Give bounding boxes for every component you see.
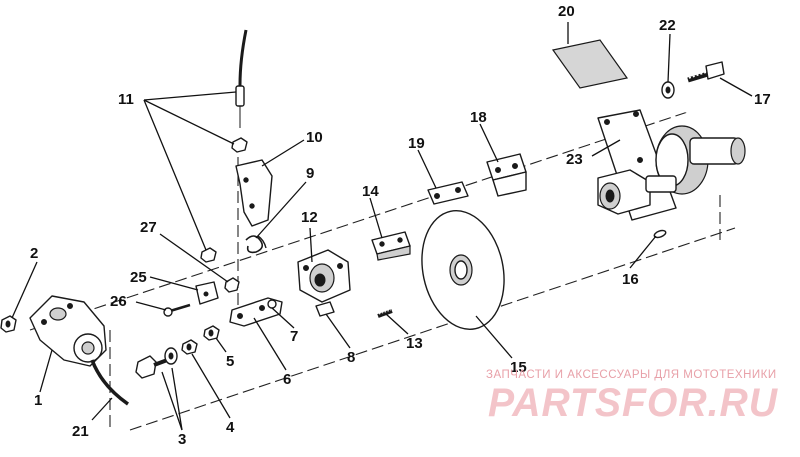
callout-18: 18: [470, 109, 487, 126]
part-4-bushing: [181, 339, 198, 355]
callout-19: 19: [408, 135, 425, 152]
part-3-bolt: [135, 347, 178, 379]
callout-27: 27: [140, 219, 157, 236]
part-6-lever-arm: [229, 297, 283, 327]
part-9-spring: [245, 235, 267, 254]
part-20-decal: [540, 20, 800, 130]
watermark-subtitle: ЗАПЧАСТИ И АКСЕССУАРЫ ДЛЯ МОТОТЕХНИКИ: [486, 369, 777, 381]
part-19-link-plate: [427, 181, 469, 205]
callout-11: 11: [118, 91, 134, 108]
part-26-screw: [163, 303, 191, 317]
callout-23: 23: [566, 151, 583, 168]
part-5-nut: [203, 325, 220, 341]
part-17-bolt: [687, 61, 725, 83]
callout-22: 22: [659, 17, 676, 34]
callout-2: 2: [30, 245, 38, 262]
callout-8: 8: [347, 349, 355, 366]
callout-4: 4: [226, 419, 235, 436]
callout-14: 14: [362, 183, 379, 200]
part-1-lever-body: [29, 295, 107, 367]
callout-16: 16: [622, 271, 639, 288]
part-27-nut: [224, 277, 240, 293]
callout-3: 3: [178, 431, 186, 448]
callout-12: 12: [301, 209, 318, 226]
part-15-brake-disc: [421, 210, 505, 330]
part-2-nut: [0, 315, 17, 333]
watermark: ЗАПЧАСТИ И АКСЕССУАРЫ ДЛЯ МОТОТЕХНИКИ PA…: [486, 369, 778, 425]
part-22-washer: [661, 81, 675, 99]
part-23-hub-assembly: [597, 109, 746, 221]
callout-6: 6: [283, 371, 291, 388]
watermark-brand: PARTSFOR.RU: [488, 381, 778, 425]
part-16-key: [653, 229, 667, 239]
part-10-cable-bracket: [235, 159, 273, 227]
callout-15: 15: [510, 359, 527, 376]
part-12-caliper: [297, 249, 351, 303]
leader-lines: [11, 22, 753, 431]
callout-5: 5: [226, 353, 234, 370]
callout-21: 21: [72, 423, 89, 440]
callout-7: 7: [290, 328, 298, 345]
part-14-pad-carrier: [371, 231, 411, 261]
callout-10: 10: [306, 129, 323, 146]
part-21-cable-housing: [90, 359, 129, 406]
callout-26: 26: [110, 293, 127, 310]
part-8-clip: [315, 301, 335, 317]
callout-25: 25: [130, 269, 147, 286]
part-11-cable: [200, 29, 248, 263]
part-18-bracket: [486, 153, 527, 197]
part-25-clamp: [195, 281, 219, 305]
callout-20: 20: [558, 3, 575, 20]
callout-13: 13: [406, 335, 423, 352]
callout-17: 17: [754, 91, 771, 108]
part-13-pin: [377, 309, 393, 318]
callout-numbers: 1 2 3 4 5 6 7 8 9 10 11 12 13 14 15 16 1…: [30, 3, 771, 448]
callout-9: 9: [306, 165, 314, 182]
callout-1: 1: [34, 392, 42, 409]
